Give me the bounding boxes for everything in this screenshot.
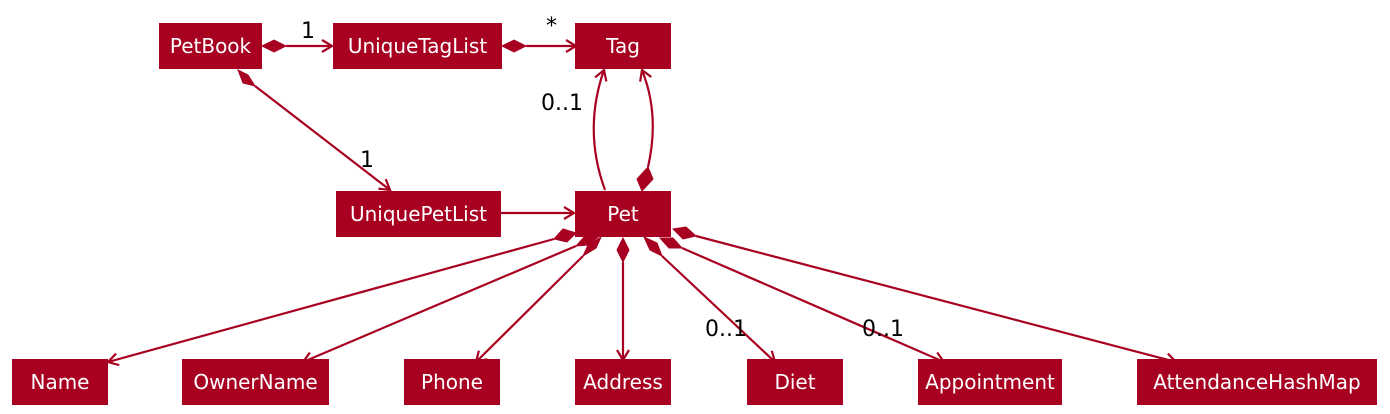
class-uniquepetlist[interactable]: UniquePetList <box>336 191 501 237</box>
class-label: Name <box>30 370 89 394</box>
edge-pet-diet <box>661 255 777 364</box>
class-label: AttendanceHashMap <box>1153 370 1361 394</box>
edge-pet-ownername <box>301 244 577 365</box>
class-pet[interactable]: Pet <box>575 191 671 237</box>
class-label: PetBook <box>170 34 252 58</box>
edge-petbook-uniquepetlist <box>254 85 392 192</box>
class-box <box>1137 359 1377 405</box>
class-uniquetaglist[interactable]: UniqueTagList <box>333 23 502 69</box>
multiplicity-pet-appointment: 0..1 <box>862 317 904 342</box>
multiplicity-petbook-taglist: 1 <box>301 19 315 44</box>
composition-diamond-petbook-petlist <box>237 68 257 87</box>
class-box <box>575 23 671 69</box>
class-box <box>575 359 671 405</box>
class-label: Pet <box>607 202 639 226</box>
composition-diamond-taglist-tag <box>500 39 528 53</box>
class-name[interactable]: Name <box>12 359 108 405</box>
class-label: Diet <box>774 370 815 394</box>
edge-pet-tag-composition <box>639 68 654 168</box>
class-box <box>404 359 500 405</box>
class-label: UniquePetList <box>350 202 487 226</box>
class-box <box>182 359 329 405</box>
multiplicity-petbook-petlist: 1 <box>360 148 374 173</box>
composition-diamond-pet-name <box>553 228 577 243</box>
multiplicities: 1 * 1 0..1 0..1 0..1 <box>301 14 904 342</box>
composition-diamond-pet-address <box>616 236 630 264</box>
edge-pet-appointment <box>681 246 946 365</box>
composition-diamond-pet-diet <box>642 235 663 258</box>
class-petbook[interactable]: PetBook <box>159 23 262 69</box>
multiplicity-pet-tag: 0..1 <box>541 91 583 116</box>
class-label: Phone <box>421 370 483 394</box>
class-box <box>747 359 843 405</box>
composition-diamond-pet-attendance <box>671 226 698 240</box>
edge-pet-attendancehashmap <box>695 234 1179 367</box>
class-label: Appointment <box>925 370 1055 394</box>
class-label: Address <box>583 370 663 394</box>
class-label: Tag <box>605 34 640 58</box>
class-box <box>159 23 262 69</box>
multiplicity-pet-diet: 0..1 <box>705 317 747 342</box>
class-attendancehashmap[interactable]: AttendanceHashMap <box>1137 359 1377 405</box>
edge-pet-phone <box>474 255 584 364</box>
composition-diamond-pet-appointment <box>658 237 684 249</box>
class-phone[interactable]: Phone <box>404 359 500 405</box>
class-address[interactable]: Address <box>575 359 671 405</box>
edge-pet-name <box>105 237 555 367</box>
composition-diamond-pet-phone <box>581 235 603 258</box>
edges <box>105 39 1179 367</box>
class-box <box>333 23 502 69</box>
class-label: UniqueTagList <box>348 34 488 58</box>
class-box <box>336 191 501 237</box>
class-box <box>918 359 1062 405</box>
composition-diamond-pet-tag <box>636 166 654 192</box>
class-appointment[interactable]: Appointment <box>918 359 1062 405</box>
class-ownername[interactable]: OwnerName <box>182 359 329 405</box>
class-box <box>575 191 671 237</box>
edge-pet-tag-association <box>592 67 608 191</box>
class-label: OwnerName <box>193 370 317 394</box>
class-diet[interactable]: Diet <box>747 359 843 405</box>
composition-diamond-petbook-taglist <box>260 39 288 53</box>
class-box <box>12 359 108 405</box>
class-tag[interactable]: Tag <box>575 23 671 69</box>
multiplicity-taglist-tag: * <box>546 14 557 39</box>
